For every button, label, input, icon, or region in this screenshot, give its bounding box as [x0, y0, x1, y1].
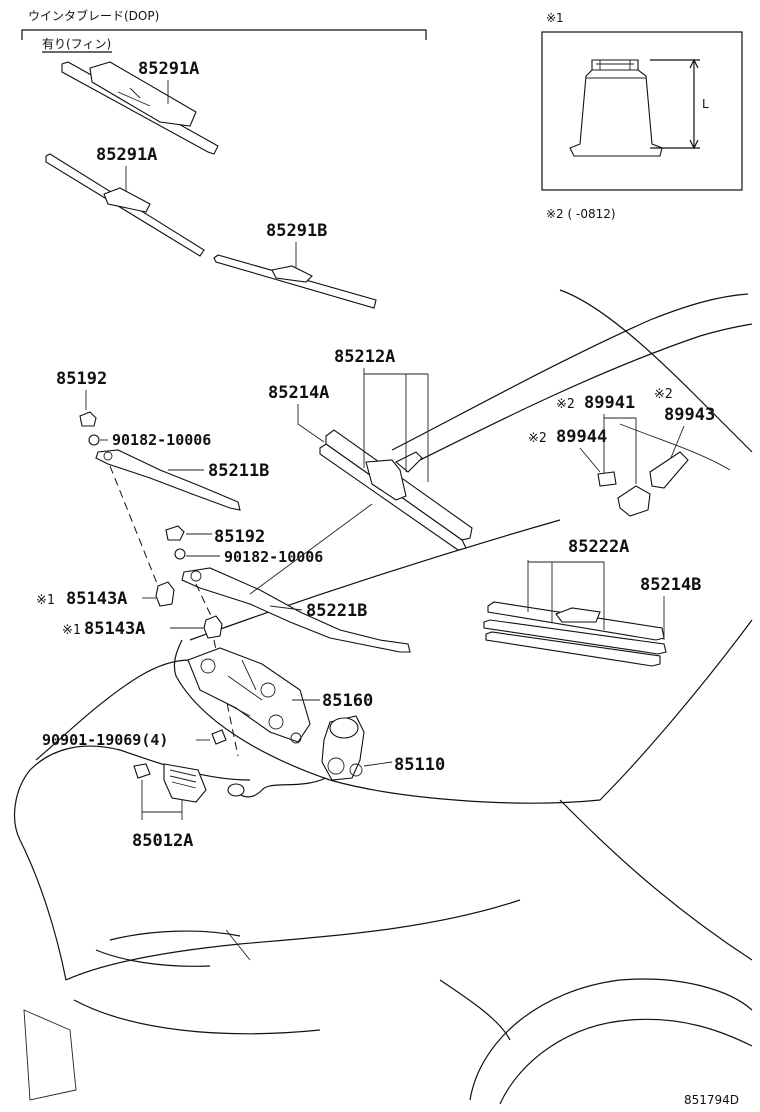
motor-harness [235, 777, 327, 798]
label-85212A: 85212A [334, 347, 395, 367]
leader-85012A [141, 780, 183, 820]
leader-85214A [297, 404, 325, 443]
note-2: ※2 ( -0812) [546, 207, 616, 221]
wiper-arm-85211B [95, 449, 241, 511]
group-label: ウインタブレード(DOP) [28, 8, 159, 23]
label-85291A-2: 85291A [96, 145, 157, 165]
label-85222A: 85222A [568, 537, 629, 557]
winter-blade-85291A-2 [45, 153, 205, 257]
leader-89943 [669, 425, 685, 461]
dimension-label: L [702, 97, 709, 111]
label-90901: 90901-19069(4) [42, 731, 168, 749]
label-90182-1: 90182-10006 [112, 431, 211, 449]
mark-89944: ※2 [528, 431, 547, 446]
harness-connector [227, 783, 245, 797]
inset-box [541, 31, 743, 191]
label-85291A-1: 85291A [138, 59, 199, 79]
bolt-90901 [211, 729, 227, 745]
wiper-blade-85212A [319, 429, 473, 551]
label-89943: 89943 [664, 405, 715, 425]
dimension-line [650, 59, 700, 149]
grommet-85143A-2 [203, 615, 223, 639]
label-85192-2: 85192 [214, 527, 265, 547]
label-85214B: 85214B [640, 575, 701, 595]
leader-85110 [363, 761, 393, 767]
label-85211B: 85211B [208, 461, 269, 481]
cap-85192-2 [165, 525, 185, 541]
label-85012A: 85012A [132, 831, 193, 851]
dimension-arrows [689, 58, 699, 150]
dash-arm-1 [109, 465, 159, 587]
part-89943 [649, 451, 689, 489]
label-89941: 89941 [584, 393, 635, 413]
mark-89941: ※2 [556, 397, 575, 412]
inset-note-mark: ※1 [546, 11, 564, 25]
wiper-arm-85221B [181, 567, 411, 653]
group-bracket [21, 29, 427, 40]
inset-clip-profile [569, 59, 663, 157]
label-85143A-2: 85143A [84, 619, 145, 639]
figure-id: 851794D [684, 1093, 739, 1107]
wiper-motor-85110 [321, 715, 365, 781]
mark-89943: ※2 [654, 387, 673, 402]
sub-label: 有り(フィン) [42, 37, 111, 51]
leader-89941 [603, 414, 637, 484]
nut-90182-1 [88, 434, 100, 446]
car-body-outline [13, 293, 753, 1105]
arm-blade-link [249, 503, 373, 595]
label-85110: 85110 [394, 755, 445, 775]
antenna-wire [619, 423, 731, 471]
leader-85221B [269, 605, 303, 611]
part-89944 [597, 471, 617, 487]
cap-85192-1 [79, 411, 97, 427]
label-85291B: 85291B [266, 221, 327, 241]
dash-arm-2 [195, 583, 213, 619]
mark-85143A-2: ※1 [62, 623, 81, 638]
label-85221B: 85221B [306, 601, 367, 621]
part-89941 [617, 485, 651, 517]
leader-85222A [527, 560, 605, 630]
grommet-85143A-1 [155, 581, 175, 607]
label-90182-2: 90182-10006 [224, 548, 323, 566]
bracket-85012A [163, 763, 207, 803]
clip-85012A [133, 763, 151, 779]
nut-90182-2 [174, 548, 186, 560]
label-85160: 85160 [322, 691, 373, 711]
winter-blade-85291A-1 [61, 61, 219, 155]
wiper-blade-85222A [483, 601, 667, 667]
mark-85143A-1: ※1 [36, 593, 55, 608]
label-85192-1: 85192 [56, 369, 107, 389]
leader-89944 [579, 447, 601, 473]
wiper-link-85160 [187, 647, 311, 744]
label-89944: 89944 [556, 427, 607, 447]
label-85143A-1: 85143A [66, 589, 127, 609]
hatch-edge [559, 289, 753, 453]
label-85214A: 85214A [268, 383, 329, 403]
winter-blade-85291B [213, 254, 377, 309]
leader-85212A [363, 368, 429, 482]
